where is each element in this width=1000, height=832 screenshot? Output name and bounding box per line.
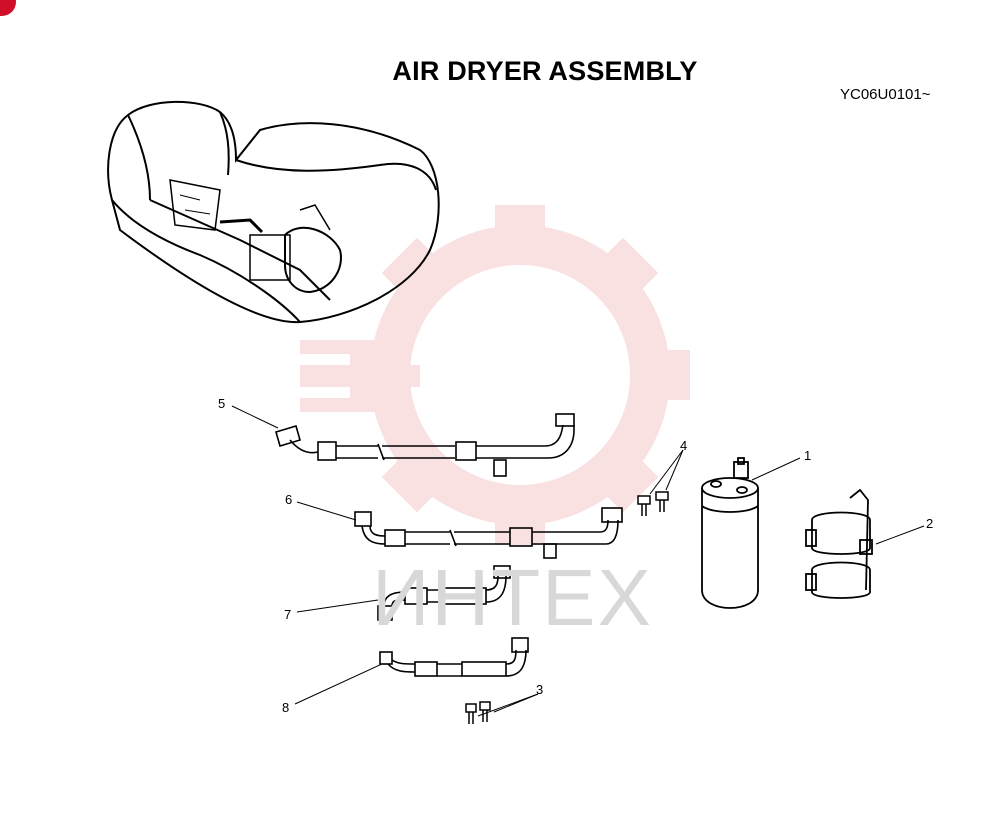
callout-2: 2 bbox=[926, 516, 933, 531]
callout-5: 5 bbox=[218, 396, 225, 411]
dryer-bracket-2 bbox=[805, 488, 873, 599]
machine-body-drawing bbox=[107, 100, 440, 324]
callout-4: 4 bbox=[680, 438, 687, 453]
callout-8: 8 bbox=[282, 700, 289, 715]
hose-assembly-5 bbox=[275, 413, 575, 477]
callout-leaders bbox=[231, 405, 925, 717]
air-dryer-receiver-1 bbox=[701, 457, 759, 609]
watermark-text: ИНТЕХ bbox=[372, 553, 653, 642]
page-title: AIR DRYER ASSEMBLY bbox=[392, 56, 698, 86]
callout-7: 7 bbox=[284, 607, 291, 622]
callout-1: 1 bbox=[804, 448, 811, 463]
callout-6: 6 bbox=[285, 492, 292, 507]
hose-assembly-7 bbox=[377, 565, 511, 621]
bolts-4 bbox=[637, 491, 669, 516]
watermark-gear-icon bbox=[300, 205, 690, 545]
hose-assembly-6 bbox=[354, 507, 623, 559]
bolts-3 bbox=[465, 701, 491, 724]
hose-assembly-8 bbox=[379, 637, 529, 677]
serial-number: YC06U0101~ bbox=[840, 86, 931, 103]
callout-3: 3 bbox=[536, 682, 543, 697]
